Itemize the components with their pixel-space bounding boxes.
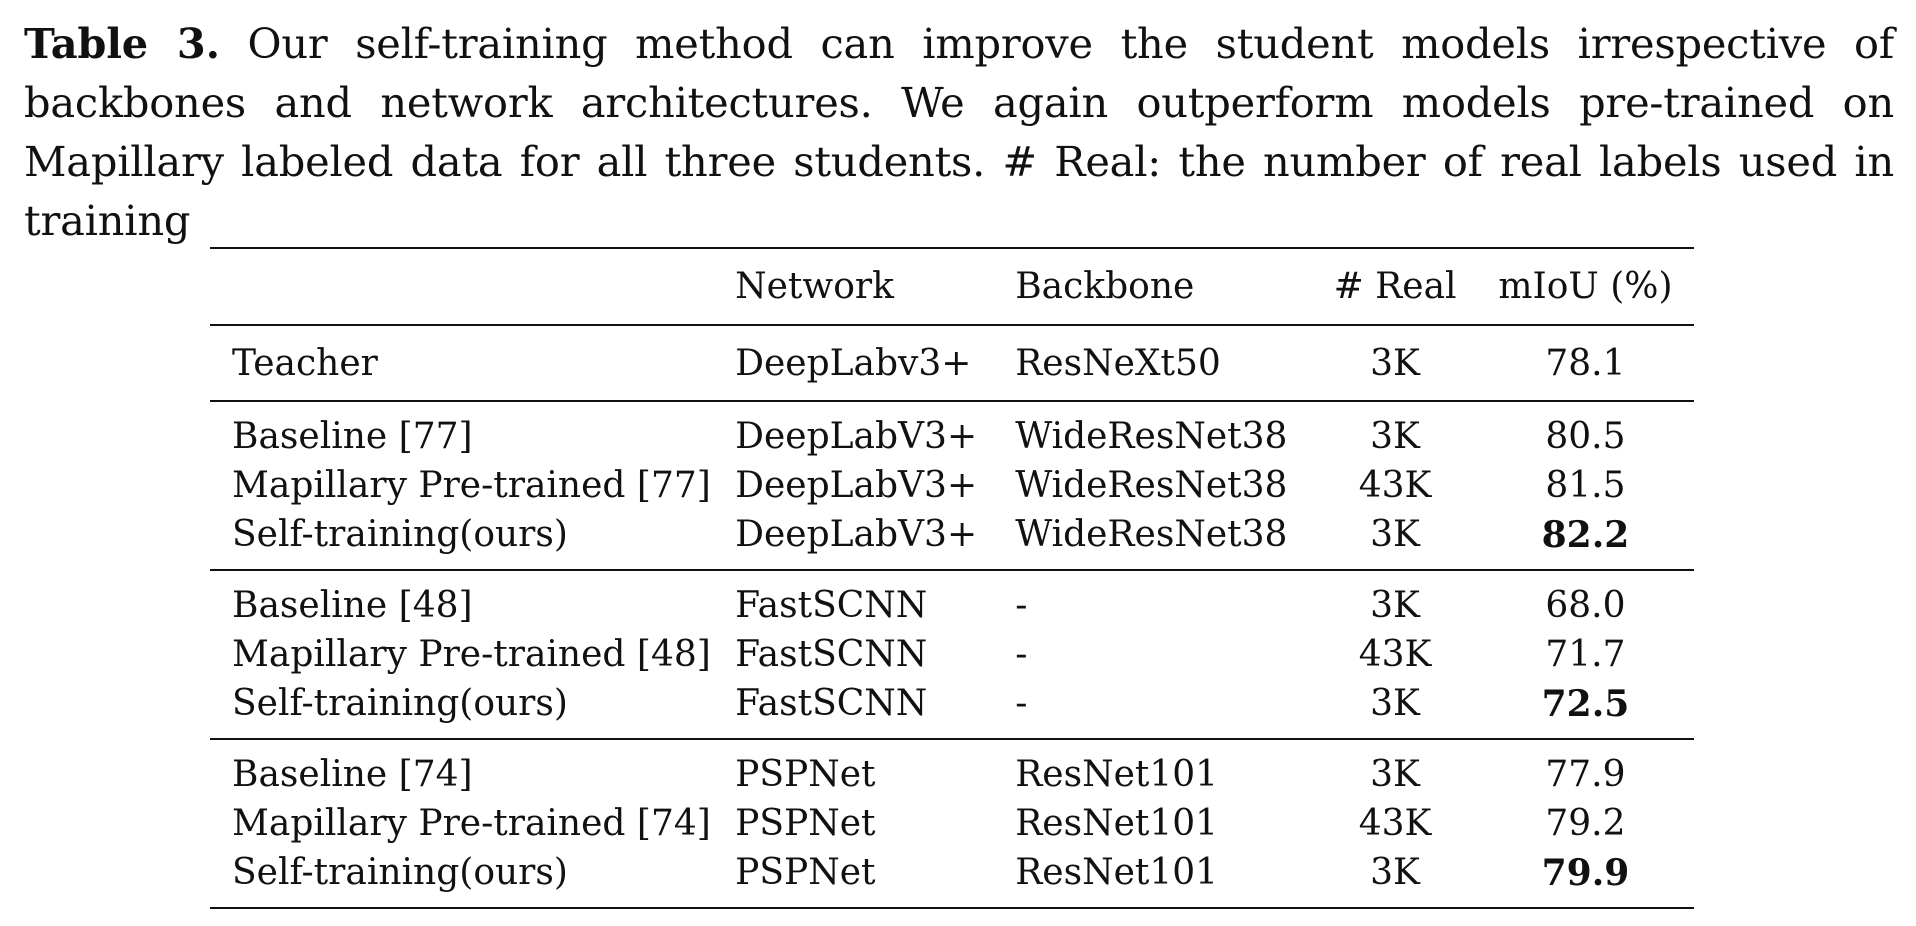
cell-method: Baseline [74] xyxy=(232,754,473,795)
results-table: Network Backbone # Real mIoU (%) Teacher… xyxy=(210,247,1694,909)
header-miou: mIoU (%) xyxy=(1498,266,1673,307)
cell-network: FastSCNN xyxy=(735,585,928,626)
teacher-method: Teacher xyxy=(232,342,378,384)
cell-network: PSPNet xyxy=(735,852,876,893)
cell-miou: 80.5 xyxy=(1545,416,1626,457)
cell-backbone: ResNet101 xyxy=(1015,803,1219,844)
cell-backbone: ResNet101 xyxy=(1015,852,1219,893)
teacher-miou: 78.1 xyxy=(1545,342,1626,384)
cell-network: DeepLabV3+ xyxy=(735,514,978,555)
cell-method: Mapillary Pre-trained [74] xyxy=(232,803,711,844)
cell-real: 3K xyxy=(1370,585,1420,626)
cell-network: FastSCNN xyxy=(735,683,928,724)
cell-method: Self-training(ours) xyxy=(232,514,568,555)
cell-network: PSPNet xyxy=(735,754,876,795)
cell-backbone: - xyxy=(1015,585,1028,626)
table-row: Mapillary Pre-trained [77] DeepLabV3+ Wide… xyxy=(210,461,1694,510)
table-row: Self-training(ours) FastSCNN - 3K 72.5 xyxy=(210,679,1694,739)
header-backbone: Backbone xyxy=(1015,266,1195,307)
cell-method: Self-training(ours) xyxy=(232,852,568,893)
cell-miou: 79.2 xyxy=(1545,803,1626,844)
table-row: Mapillary Pre-trained [74] PSPNet ResNet10… xyxy=(210,799,1694,848)
cell-miou: 77.9 xyxy=(1545,754,1626,795)
table-row: Baseline [48] FastSCNN - 3K 68.0 xyxy=(210,570,1694,630)
cell-miou: 68.0 xyxy=(1545,585,1626,626)
cell-real: 3K xyxy=(1370,514,1420,555)
cell-method: Mapillary Pre-trained [77] xyxy=(232,465,711,506)
table-row: Baseline [74] PSPNet ResNet101 3K 77.9 xyxy=(210,739,1694,799)
caption-text: Our self-training method can improve the… xyxy=(24,19,1894,245)
results-table-container: Network Backbone # Real mIoU (%) Teacher… xyxy=(210,247,1694,909)
cell-miou: 81.5 xyxy=(1545,465,1626,506)
cell-backbone: WideResNet38 xyxy=(1015,416,1288,457)
cell-network: FastSCNN xyxy=(735,634,928,675)
cell-miou: 79.9 xyxy=(1541,851,1630,894)
cell-backbone: WideResNet38 xyxy=(1015,514,1288,555)
cell-backbone: ResNet101 xyxy=(1015,754,1219,795)
teacher-section: Teacher DeepLabv3+ ResNeXt50 3K 78.1 xyxy=(210,325,1694,401)
cell-method: Self-training(ours) xyxy=(232,683,568,724)
cell-real: 3K xyxy=(1370,416,1420,457)
cell-network: DeepLabV3+ xyxy=(735,465,978,506)
teacher-backbone: ResNeXt50 xyxy=(1015,342,1221,384)
cell-real: 3K xyxy=(1370,852,1420,893)
table-row: Mapillary Pre-trained [48] FastSCNN - 43K 71… xyxy=(210,630,1694,679)
teacher-row: Teacher DeepLabv3+ ResNeXt50 3K 78.1 xyxy=(210,325,1694,401)
header-row: Network Backbone # Real mIoU (%) xyxy=(210,248,1694,325)
cell-method: Mapillary Pre-trained [48] xyxy=(232,634,711,675)
cell-real: 3K xyxy=(1370,683,1420,724)
cell-real: 3K xyxy=(1370,754,1420,795)
table-row: Self-training(ours) PSPNet ResNet101 3K 79.9 xyxy=(210,848,1694,908)
cell-real: 43K xyxy=(1358,465,1432,506)
cell-miou: 71.7 xyxy=(1545,634,1626,675)
cell-network: PSPNet xyxy=(735,803,876,844)
header-method xyxy=(210,248,735,325)
cell-method: Baseline [48] xyxy=(232,585,473,626)
cell-real: 43K xyxy=(1358,634,1432,675)
cell-real: 43K xyxy=(1358,803,1432,844)
cell-backbone: - xyxy=(1015,634,1028,675)
caption-label: Table 3. xyxy=(24,19,220,68)
cell-miou: 72.5 xyxy=(1541,682,1630,725)
cell-miou: 82.2 xyxy=(1541,513,1630,556)
table-row: Self-training(ours) DeepLabV3+ WideResNet3… xyxy=(210,510,1694,570)
student-group-1: Baseline [77] DeepLabV3+ WideResNet38 3K 80.… xyxy=(210,401,1694,570)
teacher-network: DeepLabv3+ xyxy=(735,342,972,384)
cell-backbone: WideResNet38 xyxy=(1015,465,1288,506)
cell-network: DeepLabV3+ xyxy=(735,416,978,457)
table-row: Baseline [77] DeepLabV3+ WideResNet38 3K 80.… xyxy=(210,401,1694,461)
header-network: Network xyxy=(735,266,894,307)
cell-method: Baseline [77] xyxy=(232,416,473,457)
teacher-real: 3K xyxy=(1370,342,1420,384)
cell-backbone: - xyxy=(1015,683,1028,724)
header-real: # Real xyxy=(1333,266,1457,307)
table-caption: Table 3. Our self-training method can im… xyxy=(24,14,1894,250)
